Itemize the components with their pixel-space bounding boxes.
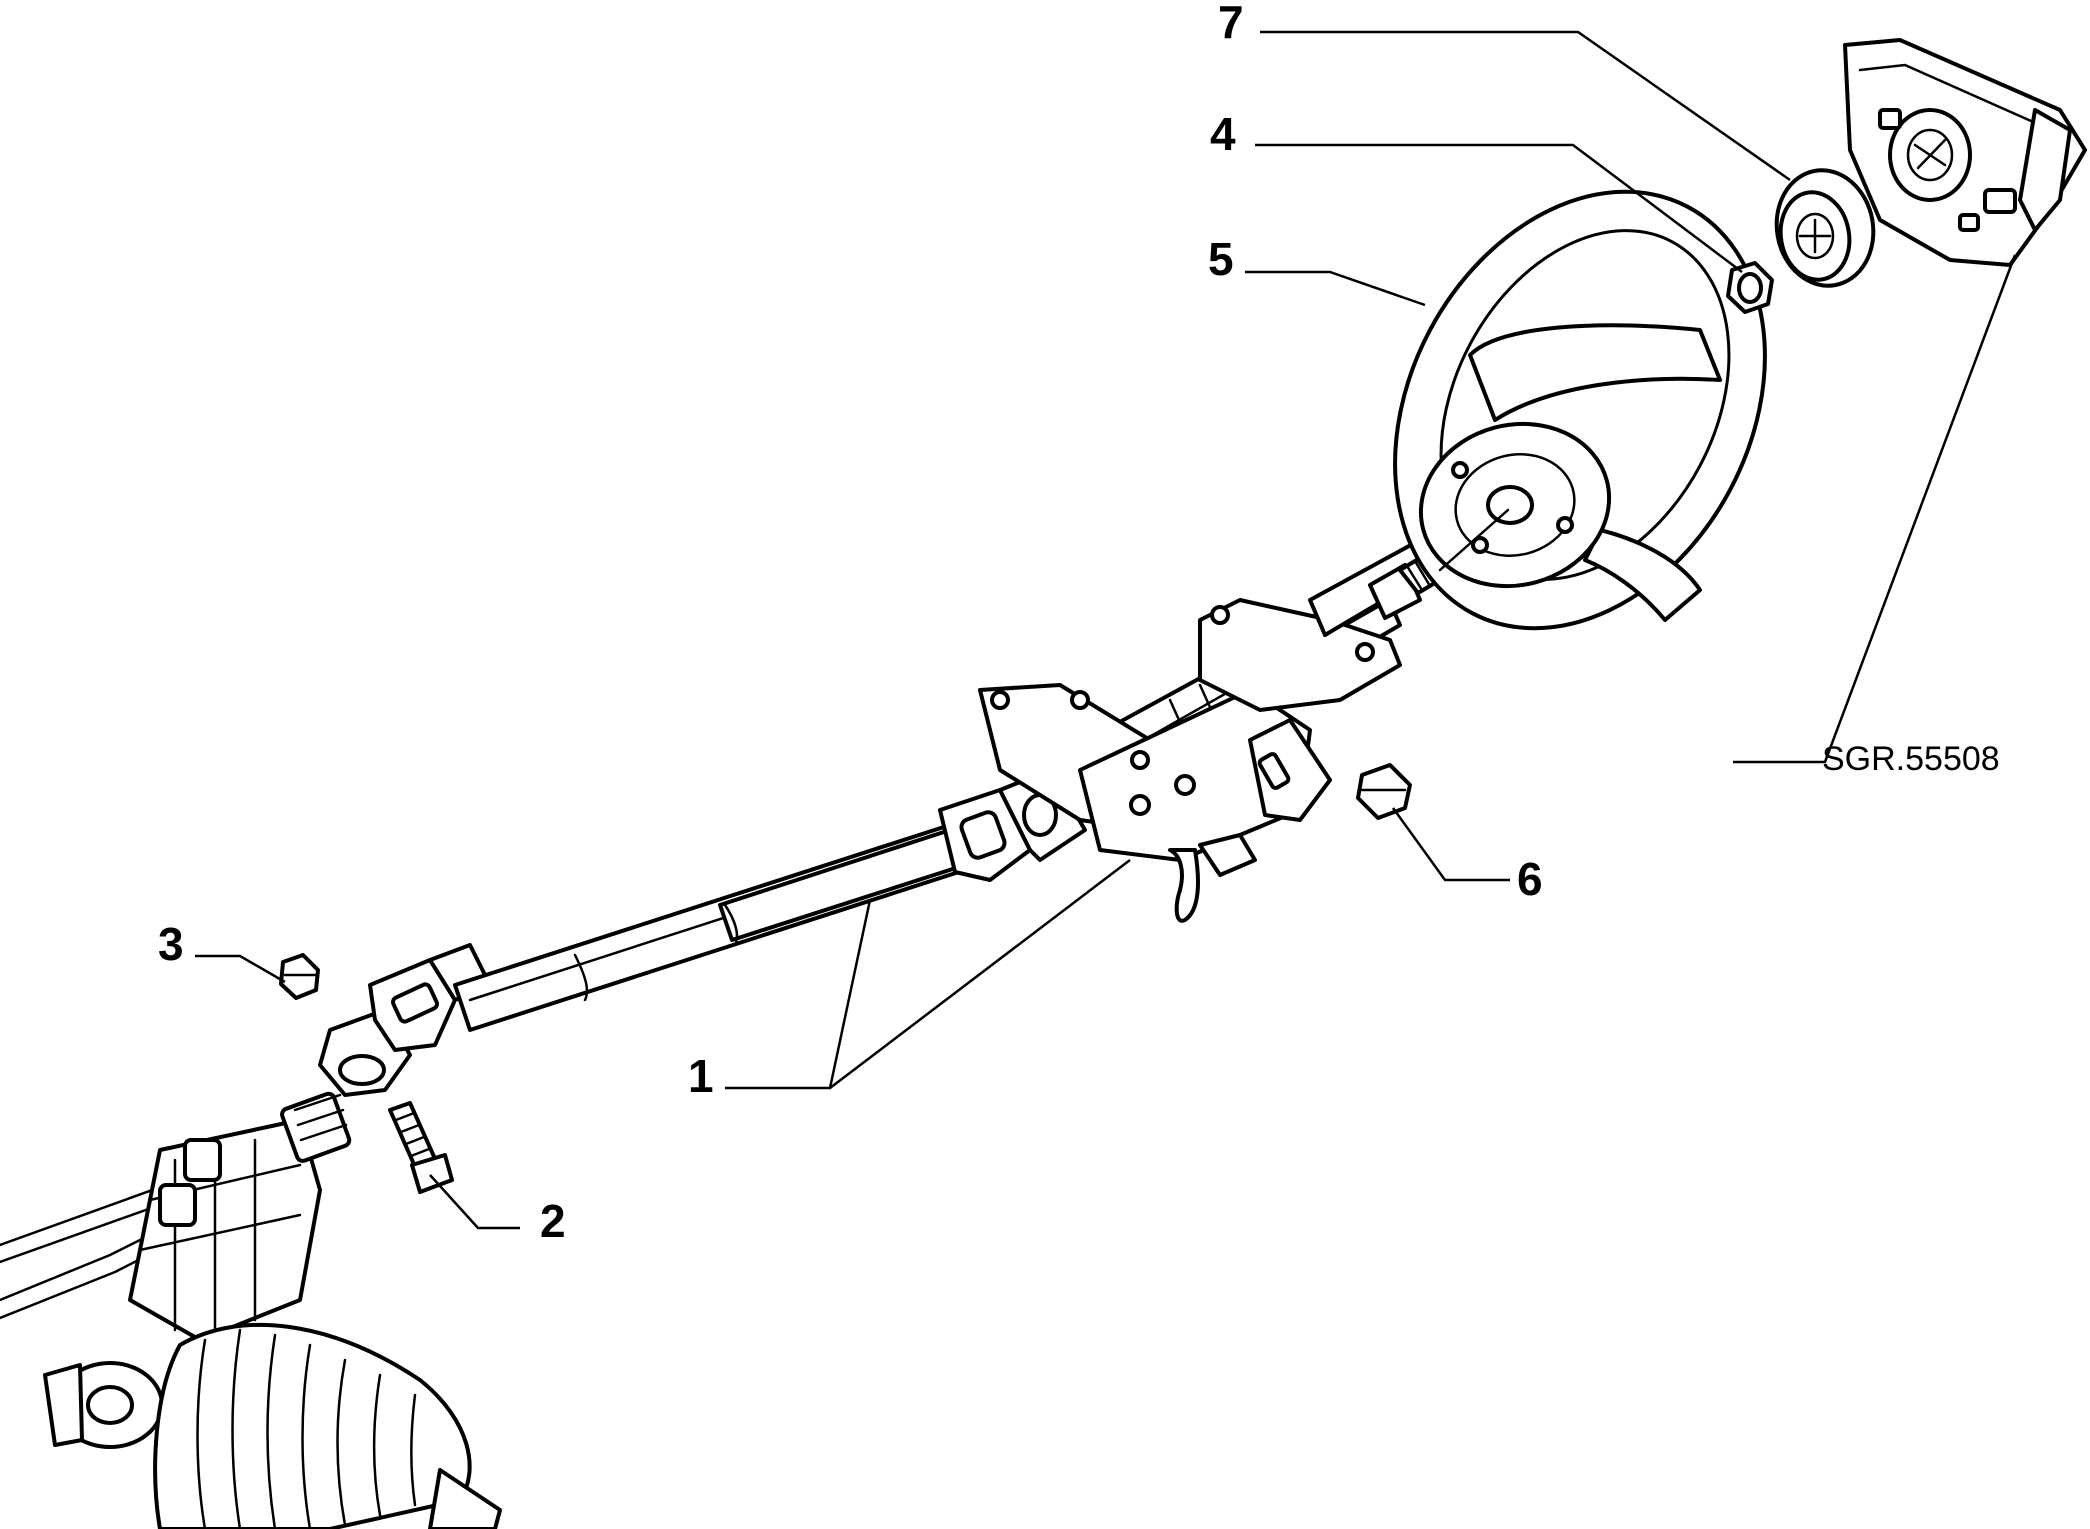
column-mounting-nut <box>1356 763 1412 820</box>
callout-5: 5 <box>1208 233 1234 285</box>
horn-contact-cap <box>1774 168 1876 288</box>
pinch-bolt <box>388 1101 454 1194</box>
shaft-nut <box>279 953 320 1000</box>
intermediate-shaft <box>453 823 967 1032</box>
callout-3: 3 <box>158 918 184 970</box>
steering-column <box>978 538 1442 923</box>
callout-6: 6 <box>1517 853 1543 905</box>
callout-1: 1 <box>688 1050 714 1102</box>
steering-wheel-nut <box>1726 261 1774 314</box>
lower-universal-joint <box>318 943 492 1097</box>
upper-universal-joint <box>938 768 1087 882</box>
steering-rack <box>0 1091 502 1529</box>
airbag-module <box>1843 38 2087 267</box>
reference-code: SGR.55508 <box>1822 740 2000 778</box>
callouts: 7 4 5 6 3 2 1 SGR.55508 <box>158 0 2000 1247</box>
steering-wheel <box>1393 189 1767 631</box>
leader-lines <box>195 30 2017 1230</box>
callout-2: 2 <box>540 1195 566 1247</box>
callout-7: 7 <box>1218 0 1244 48</box>
callout-4: 4 <box>1210 108 1236 160</box>
